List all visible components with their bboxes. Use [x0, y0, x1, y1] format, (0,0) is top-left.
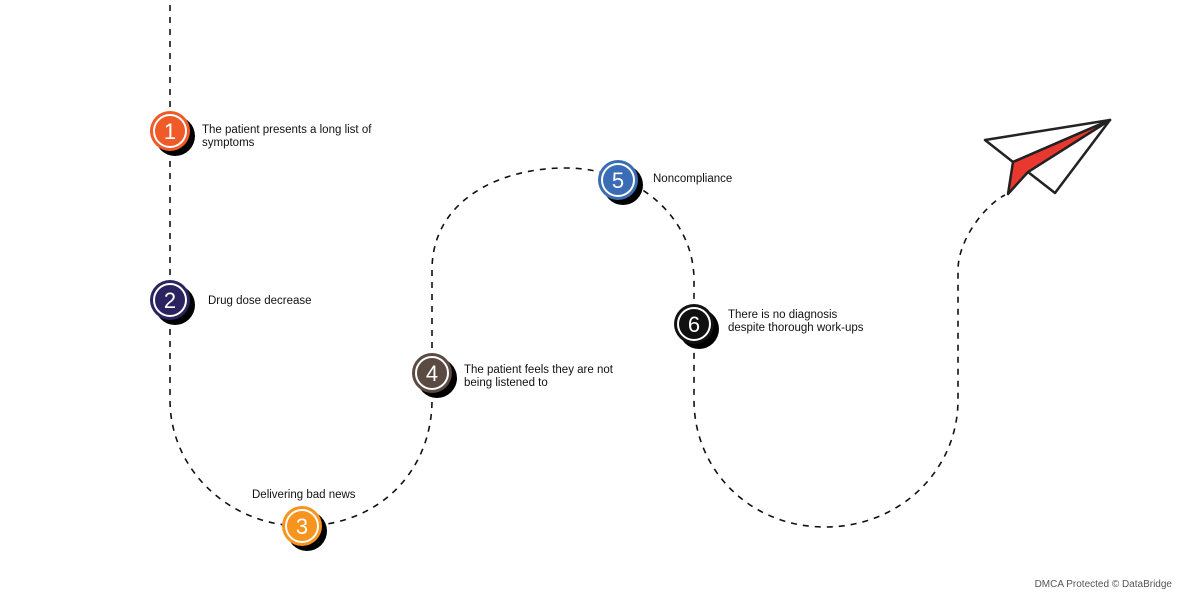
step-marker-1: 1	[150, 111, 195, 156]
marker-circle	[150, 111, 190, 151]
step-marker-4: 4	[412, 353, 457, 398]
step-number: 3	[296, 514, 308, 539]
marker-ring	[285, 509, 319, 543]
marker-ring	[153, 283, 187, 317]
step-label-5: Noncompliance	[653, 173, 733, 185]
step-label-1: The patient presents a long list of symp…	[202, 124, 372, 149]
marker-ring	[415, 356, 449, 390]
marker-ring	[677, 307, 711, 341]
step-label-2: Drug dose decrease	[208, 295, 312, 307]
marker-circle	[412, 353, 452, 393]
marker-ring	[601, 163, 635, 197]
marker-circle	[598, 160, 638, 200]
step-label-3: Delivering bad news	[252, 489, 356, 501]
footer-copyright: DMCA Protected © DataBridge	[1034, 579, 1172, 590]
step-marker-3: 3	[282, 506, 327, 551]
step-number: 1	[164, 119, 176, 144]
marker-circle	[282, 506, 322, 546]
marker-circle	[674, 304, 714, 344]
step-marker-6: 6	[674, 304, 719, 349]
step-label-4: The patient feels they are not being lis…	[464, 364, 613, 389]
marker-circle	[150, 280, 190, 320]
step-label-6: There is no diagnosis despite thorough w…	[728, 309, 864, 334]
step-number: 2	[164, 288, 176, 313]
step-number: 4	[426, 361, 438, 386]
marker-ring	[153, 114, 187, 148]
paper-plane-icon	[983, 118, 1112, 196]
step-number: 5	[612, 168, 624, 193]
step-number: 6	[688, 312, 700, 337]
step-marker-2: 2	[150, 280, 195, 325]
step-marker-5: 5	[598, 160, 643, 205]
journey-path	[169, 5, 1006, 528]
